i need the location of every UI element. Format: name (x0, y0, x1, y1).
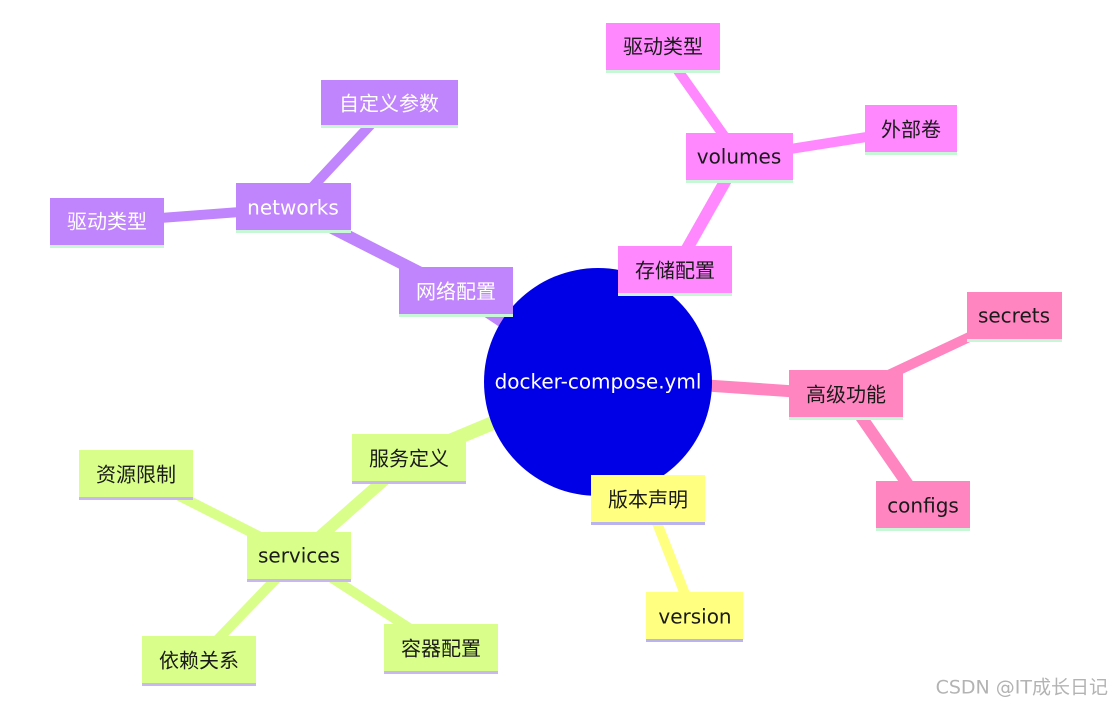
node-version-declaration: 版本声明 (591, 475, 705, 525)
node-label: 高级功能 (806, 383, 886, 407)
node-label: 容器配置 (401, 637, 481, 661)
root-label: docker-compose.yml (495, 370, 702, 394)
node-external-volume: 外部卷 (865, 105, 957, 155)
node-network-custom-params: 自定义参数 (321, 80, 458, 128)
node-label: networks (247, 196, 339, 220)
node-storage-driver-type: 驱动类型 (606, 23, 720, 73)
node-label: 外部卷 (881, 118, 941, 142)
node-dependencies: 依赖关系 (142, 636, 256, 686)
node-resource-limits: 资源限制 (79, 450, 193, 500)
node-container-config: 容器配置 (384, 624, 498, 674)
node-advanced-features: 高级功能 (789, 370, 903, 420)
node-label: 网络配置 (416, 280, 496, 304)
node-label: 驱动类型 (67, 210, 147, 234)
node-label: services (258, 544, 340, 568)
node-label: 版本声明 (608, 488, 688, 512)
root-node: docker-compose.yml (484, 268, 712, 496)
node-services: services (247, 532, 351, 582)
node-version: version (646, 592, 743, 642)
root-circle (484, 268, 712, 496)
node-network-config: 网络配置 (399, 267, 513, 317)
node-storage-config: 存储配置 (618, 246, 732, 296)
node-label: volumes (697, 145, 782, 169)
node-label: 自定义参数 (339, 92, 439, 116)
watermark: CSDN @IT成长日记 (936, 677, 1108, 699)
node-label: 服务定义 (369, 447, 449, 471)
node-label: version (658, 605, 731, 629)
node-label: 资源限制 (96, 463, 176, 487)
node-network-driver-type: 驱动类型 (50, 198, 164, 248)
node-volumes: volumes (686, 133, 793, 183)
node-label: configs (887, 494, 959, 518)
node-secrets: secrets (967, 292, 1062, 342)
node-service-definition: 服务定义 (352, 434, 466, 484)
node-networks: networks (236, 183, 351, 233)
node-configs: configs (876, 481, 970, 531)
node-label: 存储配置 (635, 259, 715, 283)
node-label: 驱动类型 (623, 35, 703, 59)
node-label: 依赖关系 (159, 649, 239, 673)
node-label: secrets (978, 304, 1050, 328)
